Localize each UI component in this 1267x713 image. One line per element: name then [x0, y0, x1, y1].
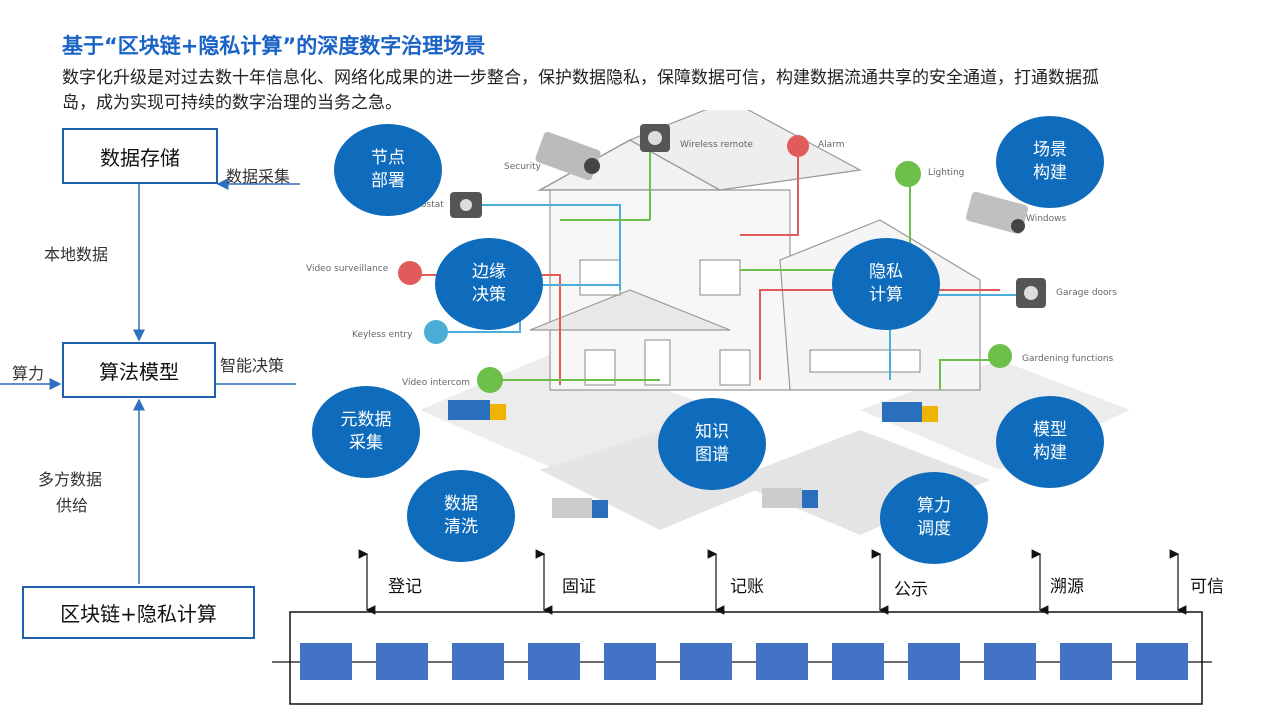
truck-icon-right: [882, 402, 938, 422]
chain-block-8: [832, 643, 884, 680]
flow-arrows: [0, 178, 300, 584]
bubble-edge-decision: 边缘决策: [435, 238, 543, 330]
front-door: [644, 339, 671, 386]
camera-icon-wireless: [640, 124, 670, 152]
chain-block-7: [756, 643, 808, 680]
page-title: 基于“区块链+隐私计算”的深度数字治理场景: [62, 34, 486, 58]
truck-icon-bottom: [552, 498, 608, 518]
bubble-model-build: 模型构建: [996, 396, 1104, 488]
device-label-intercom: Video intercom: [402, 378, 471, 388]
window-1: [579, 259, 621, 296]
bubble-compute-schedule: 算力调度: [880, 472, 988, 564]
garage-door: [809, 349, 921, 373]
truck-icon-left: [448, 400, 506, 420]
bubble-knowledge-graph: 知识图谱: [658, 398, 766, 490]
bubble-privacy-compute: 隐私计算: [832, 238, 940, 330]
compute-power-label: 算力: [12, 364, 45, 383]
bubble-node-deploy: 节点部署: [334, 124, 442, 216]
chain-block-11: [1060, 643, 1112, 680]
bubble-scene-build: 场景构建: [996, 116, 1104, 208]
smart-house-illustration: [398, 110, 1130, 535]
blockchain-privacy-box: 区块链+隐私计算: [22, 586, 255, 639]
device-label-video-surveillance: Video surveillance: [306, 264, 389, 274]
bubble-data-clean: 数据清洗: [407, 470, 515, 562]
device-label-windows: Windows: [1026, 214, 1067, 224]
camera-icon-garage: [1016, 278, 1046, 308]
chain-frame: [289, 611, 1203, 705]
data-storage-box: 数据存储: [62, 128, 218, 184]
stage-label-trusted: 可信: [1190, 577, 1224, 597]
device-label-gardening: Gardening functions: [1022, 354, 1114, 364]
chain-block-12: [1136, 643, 1188, 680]
link-alarm: [740, 150, 799, 236]
local-data-label: 本地数据: [44, 245, 109, 264]
page-subtitle: 数字化升级是对过去数十年信息化、网络化成果的进一步整合，保护数据隐私，保障数据可…: [62, 68, 1099, 113]
bubble-metadata-collect: 元数据采集: [312, 386, 420, 478]
chain-block-3: [452, 643, 504, 680]
chain-block-10: [984, 643, 1036, 680]
chain-block-5: [604, 643, 656, 680]
multi-supply-label-2: 供给: [56, 496, 89, 515]
house-roof-main: [628, 110, 862, 191]
video-intercom-icon: [477, 367, 503, 393]
device-label-alarm: Alarm: [818, 140, 845, 150]
stage-label-evidence: 固证: [562, 577, 596, 597]
algorithm-model-box: 算法模型: [62, 342, 216, 398]
link-gardening: [939, 359, 1000, 390]
camera-icon-thermostat: [450, 192, 482, 218]
multi-supply-label-1: 多方数据: [38, 470, 103, 489]
camera-icon-security: [535, 131, 601, 181]
link-thermostat: [450, 204, 621, 290]
chain-block-9: [908, 643, 960, 680]
window-2: [699, 259, 741, 296]
device-label-lighting: Lighting: [928, 168, 965, 178]
window-4: [719, 349, 751, 386]
camera-icon-windows: [966, 191, 1028, 235]
ground-tile-bottom-right: [730, 430, 990, 535]
chain-block-1: [300, 643, 352, 680]
porch-roof: [529, 289, 731, 331]
chain-block-2: [376, 643, 428, 680]
stage-label-ledger: 记账: [730, 577, 764, 597]
lighting-icon: [895, 161, 921, 187]
truck-icon-bottom-right: [762, 488, 818, 508]
smart-decision-label: 智能决策: [220, 356, 285, 375]
video-surveillance-icon: [398, 261, 422, 285]
device-label-garage: Garage doors: [1056, 288, 1117, 298]
chain-diagram: [272, 549, 1212, 705]
alarm-icon: [787, 135, 809, 157]
keyless-entry-icon: [424, 320, 448, 344]
stage-label-trace: 溯源: [1050, 577, 1084, 597]
stage-label-publicize: 公示: [894, 580, 928, 600]
gardening-icon: [988, 344, 1012, 368]
device-label-wireless: Wireless remote: [680, 140, 753, 150]
device-label-keyless: Keyless entry: [352, 330, 413, 340]
device-label-security: Security: [504, 162, 541, 172]
data-collect-label: 数据采集: [226, 167, 291, 186]
chain-block-4: [528, 643, 580, 680]
chain-block-6: [680, 643, 732, 680]
stage-label-register: 登记: [388, 577, 422, 597]
